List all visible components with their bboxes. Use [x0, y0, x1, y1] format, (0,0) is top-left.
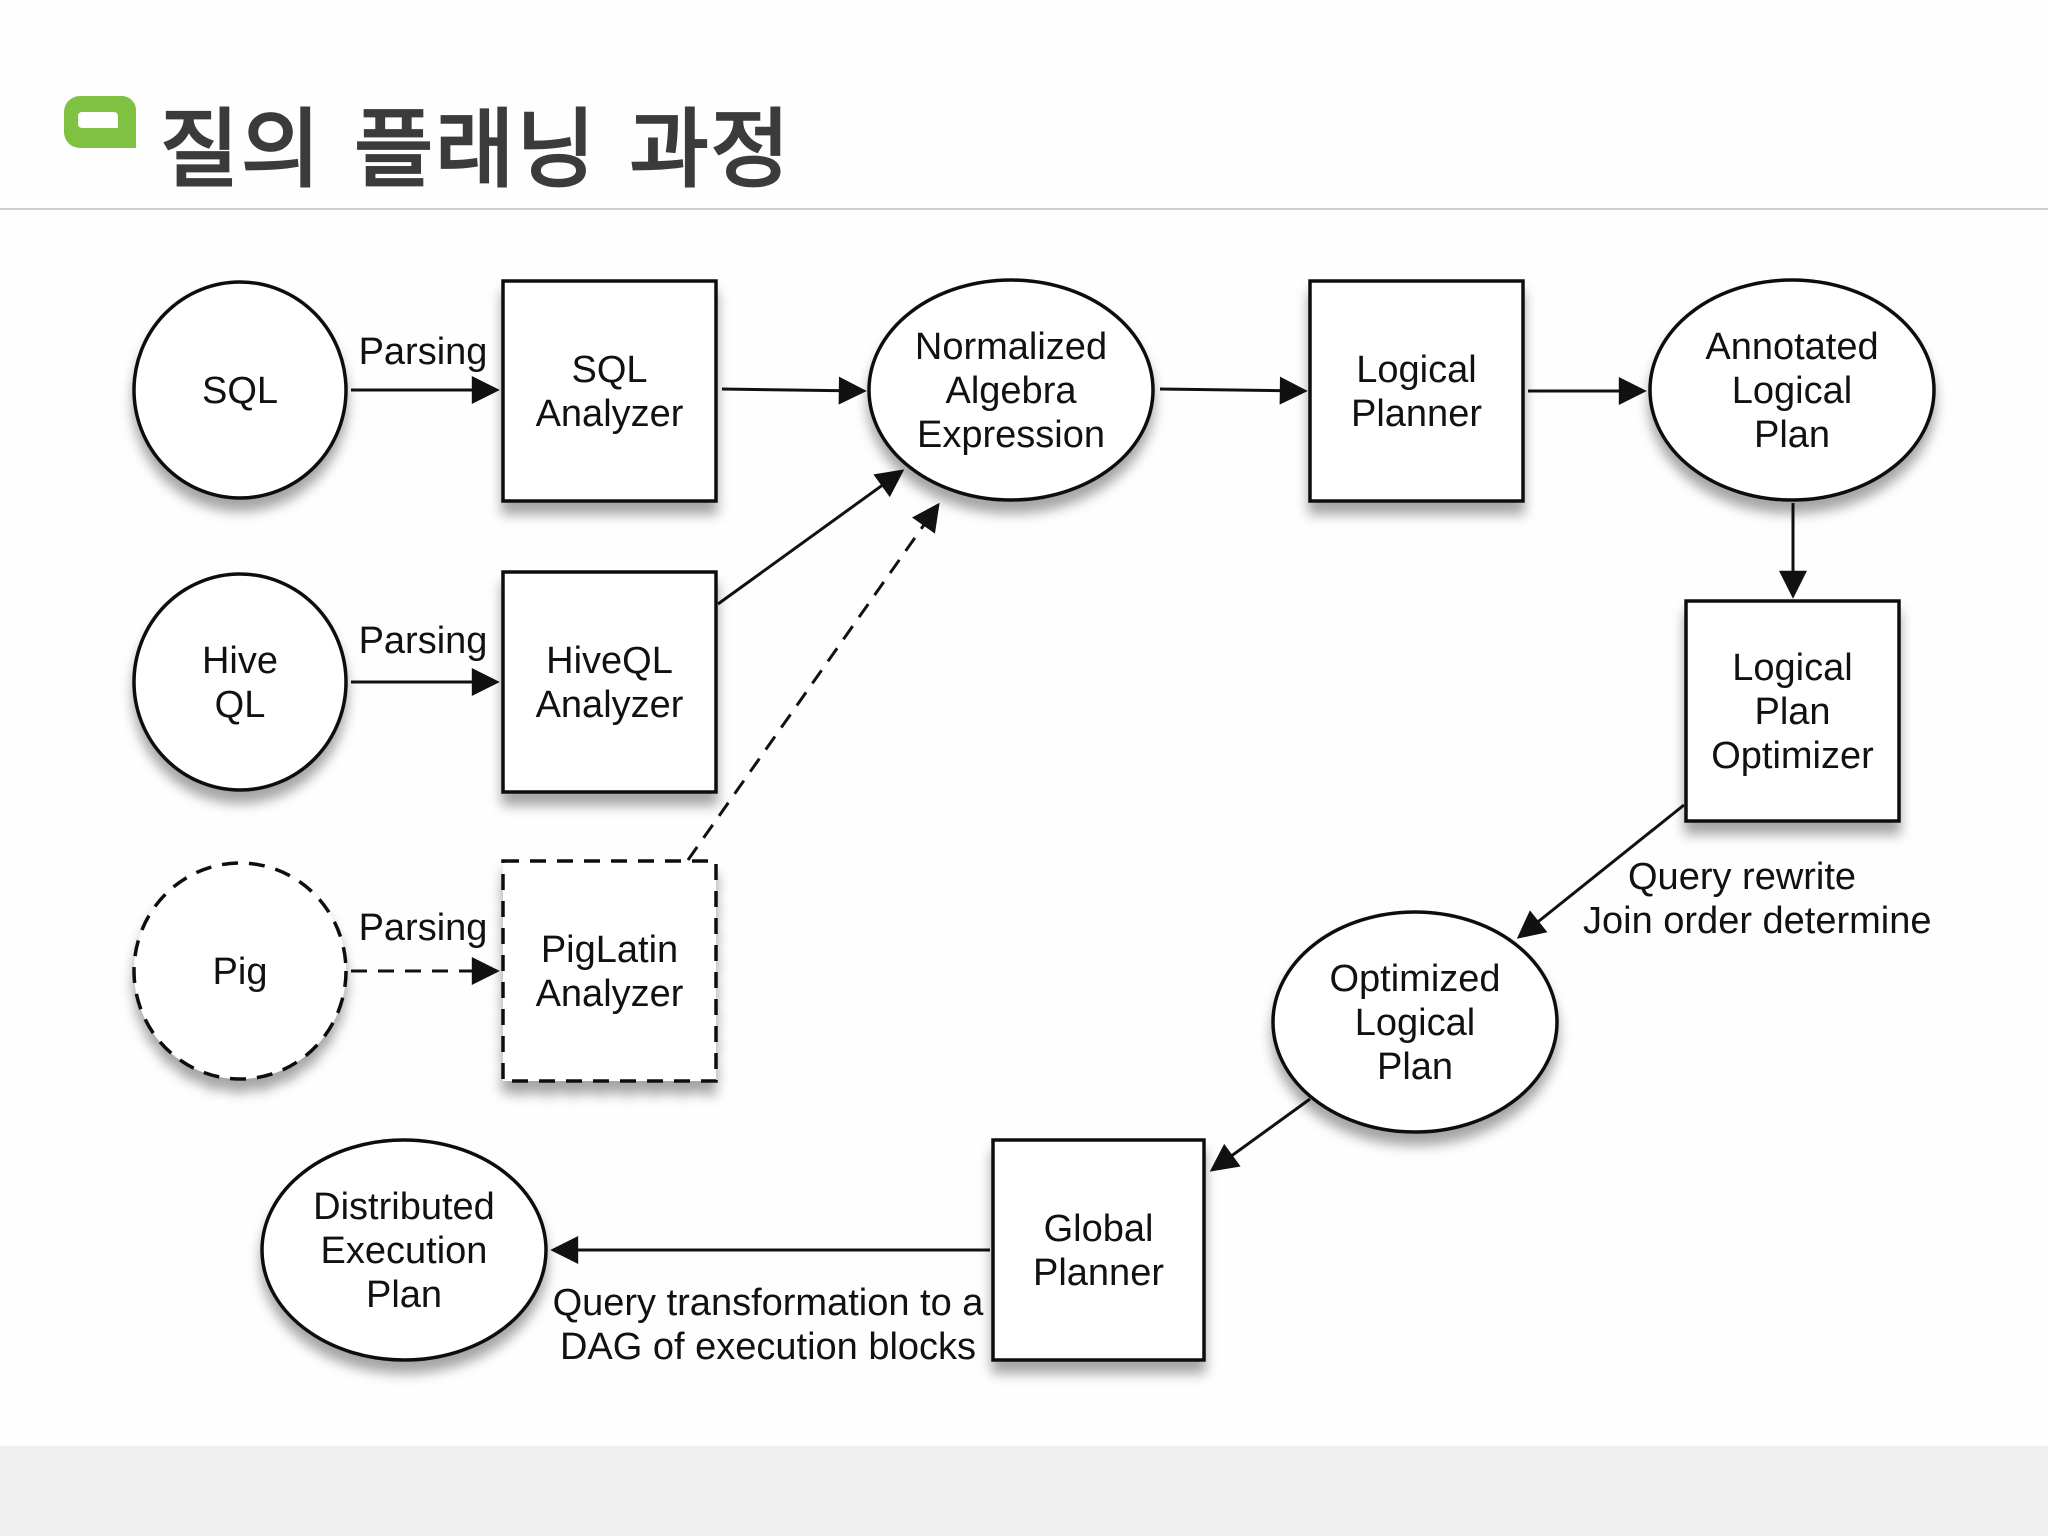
node-hiveql: HiveQL	[132, 572, 348, 792]
node-label: Analyzer	[536, 684, 684, 726]
node-label: Annotated	[1705, 326, 1878, 368]
node-label: Analyzer	[536, 393, 684, 435]
node-label: Hive	[202, 640, 278, 682]
node-label: Execution	[321, 1230, 488, 1272]
box-shape	[501, 859, 718, 1083]
slide-title: 질의 플래닝 과정	[160, 100, 792, 200]
edge-optimized-to-global-planner	[1209, 1097, 1311, 1172]
box-shape	[1684, 599, 1901, 823]
node-sql: SQL	[132, 280, 348, 500]
node-label: Planner	[1033, 1252, 1164, 1294]
node-label: Logical	[1355, 1002, 1475, 1044]
circle-shape	[132, 861, 348, 1081]
node-label: Normalized	[915, 326, 1107, 368]
node-pig: Pig	[132, 861, 348, 1081]
edge-normalized-to-logical-planner	[1159, 376, 1308, 405]
node-label: PigLatin	[541, 929, 678, 971]
node-label: QL	[215, 684, 266, 726]
node-label: Planner	[1351, 393, 1482, 435]
node-label: Logical	[1732, 370, 1852, 412]
edge-label: Join order determine	[1583, 900, 1932, 942]
node-label: Logical	[1356, 349, 1476, 391]
edge-label: Parsing	[359, 907, 488, 949]
node-label: Optimized	[1329, 958, 1500, 1000]
node-label: SQL	[202, 370, 278, 412]
edge-sql-analyzer-to-normalized	[721, 376, 867, 405]
node-label: Plan	[1754, 414, 1830, 456]
node-label: Plan	[366, 1274, 442, 1316]
speech-bubble-icon	[64, 96, 136, 148]
footer-band	[0, 1446, 2048, 1536]
box-shape	[991, 1138, 1206, 1362]
edge-optimizer-to-optimized	[1516, 803, 1685, 939]
edge-label: Parsing	[359, 620, 488, 662]
edge-piglatin-analyzer-to-normalized	[686, 502, 940, 861]
circle-shape	[132, 280, 348, 500]
node-label: Distributed	[313, 1186, 495, 1228]
node-label: Logical	[1732, 647, 1852, 689]
node-label: Plan	[1754, 691, 1830, 733]
title-divider	[0, 208, 2048, 210]
edge-hiveql-analyzer-to-normalized	[717, 469, 905, 606]
ellipse-shape	[867, 278, 1155, 502]
edge-label: Query transformation to a	[553, 1282, 985, 1324]
node-label: Algebra	[946, 370, 1078, 412]
node-label: HiveQL	[546, 640, 673, 682]
node-label: Analyzer	[536, 973, 684, 1015]
box-shape	[1308, 279, 1525, 503]
node-label: Optimizer	[1711, 735, 1874, 777]
edge-label: Parsing	[359, 331, 488, 373]
edges-layer	[351, 376, 1807, 1264]
node-label: SQL	[571, 349, 647, 391]
edge-label: Query rewrite	[1628, 856, 1856, 898]
edge-label: DAG of execution blocks	[560, 1326, 976, 1368]
node-label: Global	[1044, 1208, 1154, 1250]
node-label: Pig	[213, 951, 268, 993]
title-bar: 질의 플래닝 과정	[0, 0, 2048, 210]
box-shape	[501, 570, 718, 794]
box-shape	[501, 279, 718, 503]
node-label: Expression	[917, 414, 1105, 456]
node-label: Plan	[1377, 1046, 1453, 1088]
ellipse-shape	[1271, 910, 1559, 1134]
ellipse-shape	[1648, 278, 1936, 502]
circle-shape	[132, 572, 348, 792]
ellipse-shape	[260, 1138, 548, 1362]
